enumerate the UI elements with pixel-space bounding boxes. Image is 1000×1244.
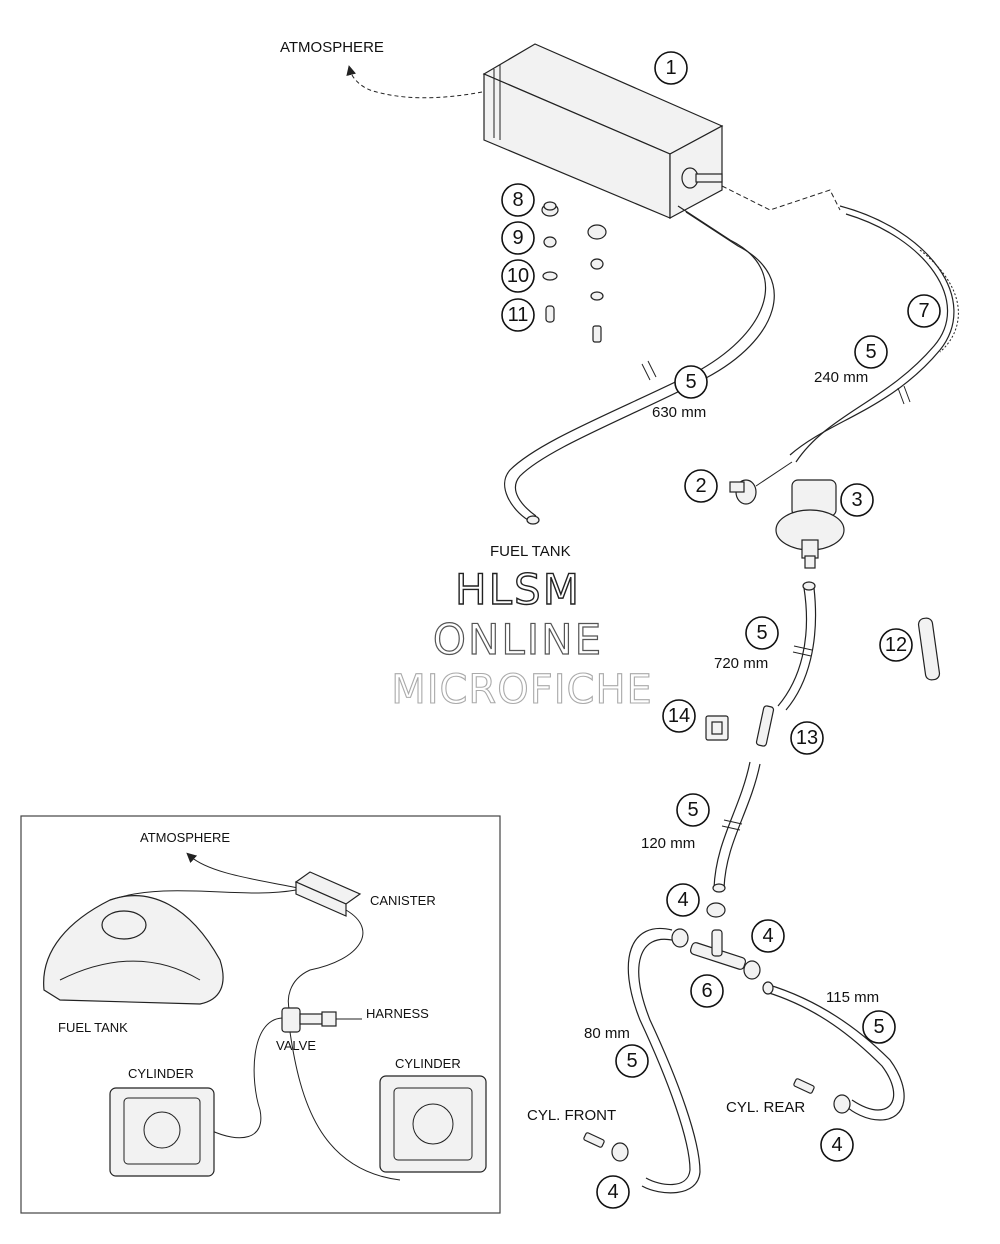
length-630mm: 630 mm — [652, 404, 706, 421]
callout-6: 6 — [690, 974, 724, 1008]
clamp-left — [671, 928, 689, 948]
svg-text:3: 3 — [851, 489, 862, 511]
svg-text:5: 5 — [687, 799, 698, 821]
cyl-rear-label: CYL. REAR — [726, 1099, 805, 1116]
length-80mm: 80 mm — [584, 1025, 630, 1042]
fitting-front — [583, 1132, 629, 1162]
purge-valve — [775, 479, 845, 569]
svg-text:5: 5 — [626, 1050, 637, 1072]
callout-5-80: 5 — [615, 1044, 649, 1078]
svg-text:4: 4 — [762, 925, 773, 947]
length-720mm: 720 mm — [714, 655, 768, 672]
length-115mm: 115 mm — [826, 989, 879, 1006]
atmosphere-label: ATMOSPHERE — [280, 39, 384, 56]
svg-text:6: 6 — [701, 980, 712, 1002]
svg-text:13: 13 — [796, 727, 818, 749]
inset-fuel-tank-label: FUEL TANK — [58, 1020, 128, 1035]
watermark-line2: ONLINE — [433, 615, 603, 664]
callout-5-115: 5 — [862, 1010, 896, 1044]
inset-schematic: ATMOSPHERE CANISTER FUEL TANK VALVE HARN… — [20, 815, 501, 1214]
canister — [482, 43, 724, 220]
watermark-line3: MICROFICHE — [391, 667, 653, 713]
clamp-right — [743, 960, 761, 980]
svg-text:14: 14 — [668, 705, 690, 727]
fitting-rear — [793, 1078, 851, 1114]
svg-text:7: 7 — [918, 300, 929, 322]
svg-text:9: 9 — [512, 227, 523, 249]
callout-1: 1 — [654, 51, 688, 85]
inset-valve-label: VALVE — [276, 1038, 316, 1053]
inset-canister-label: CANISTER — [370, 893, 436, 908]
inset-atmosphere-label: ATMOSPHERE — [140, 830, 230, 845]
callout-9: 9 — [501, 221, 535, 255]
callout-14: 14 — [662, 699, 696, 733]
t-piece-6 — [689, 929, 747, 970]
hose-115mm — [765, 983, 905, 1121]
callout-11: 11 — [501, 298, 535, 332]
callout-13: 13 — [790, 721, 824, 755]
svg-text:4: 4 — [831, 1134, 842, 1156]
cyl-front-label: CYL. FRONT — [527, 1107, 616, 1124]
corrugated-sleeve — [919, 249, 959, 353]
callout-5-630: 5 — [674, 365, 708, 399]
svg-text:1: 1 — [665, 57, 676, 79]
svg-text:8: 8 — [512, 189, 523, 211]
callout-7: 7 — [907, 294, 941, 328]
callout-4-right: 4 — [751, 919, 785, 953]
svg-text:5: 5 — [873, 1016, 884, 1038]
hose-120mm — [713, 761, 751, 889]
hose-630mm — [504, 205, 767, 521]
inset-cylinder-left-label: CYLINDER — [128, 1066, 194, 1081]
callout-5-120: 5 — [676, 793, 710, 827]
callout-5-720: 5 — [745, 616, 779, 650]
hose-720mm — [777, 587, 808, 707]
atmosphere-vent-line — [346, 65, 483, 99]
inset-cylinder-right-label: CYLINDER — [395, 1056, 461, 1071]
length-120mm: 120 mm — [641, 835, 695, 852]
callout-5-240: 5 — [854, 335, 888, 369]
hose-240mm — [721, 185, 841, 211]
svg-text:5: 5 — [756, 622, 767, 644]
watermark-line1: HLSM — [455, 565, 581, 614]
hose-80mm — [627, 927, 691, 1186]
svg-text:5: 5 — [685, 371, 696, 393]
svg-text:11: 11 — [508, 304, 529, 326]
svg-text:12: 12 — [885, 634, 907, 656]
filter-13 — [755, 705, 775, 747]
inset-harness-label: HARNESS — [366, 1006, 429, 1021]
callout-4-rear: 4 — [820, 1128, 854, 1162]
callout-2: 2 — [684, 469, 718, 503]
callout-4-upper: 4 — [666, 883, 700, 917]
grommet-parts — [541, 201, 607, 343]
clamp-upper — [706, 902, 726, 918]
svg-text:4: 4 — [677, 889, 688, 911]
callout-12: 12 — [879, 628, 913, 662]
strap-12 — [917, 617, 941, 681]
svg-text:5: 5 — [865, 341, 876, 363]
bracket-14 — [705, 715, 729, 741]
svg-text:4: 4 — [607, 1181, 618, 1203]
svg-text:2: 2 — [695, 475, 706, 497]
svg-text:10: 10 — [507, 265, 529, 287]
callout-4-front: 4 — [596, 1175, 630, 1209]
hose-clamp-2 — [729, 479, 757, 505]
callout-8: 8 — [501, 183, 535, 217]
length-240mm: 240 mm — [814, 369, 868, 386]
callout-3: 3 — [840, 483, 874, 517]
callout-10: 10 — [501, 259, 535, 293]
fuel-tank-label: FUEL TANK — [490, 543, 571, 560]
